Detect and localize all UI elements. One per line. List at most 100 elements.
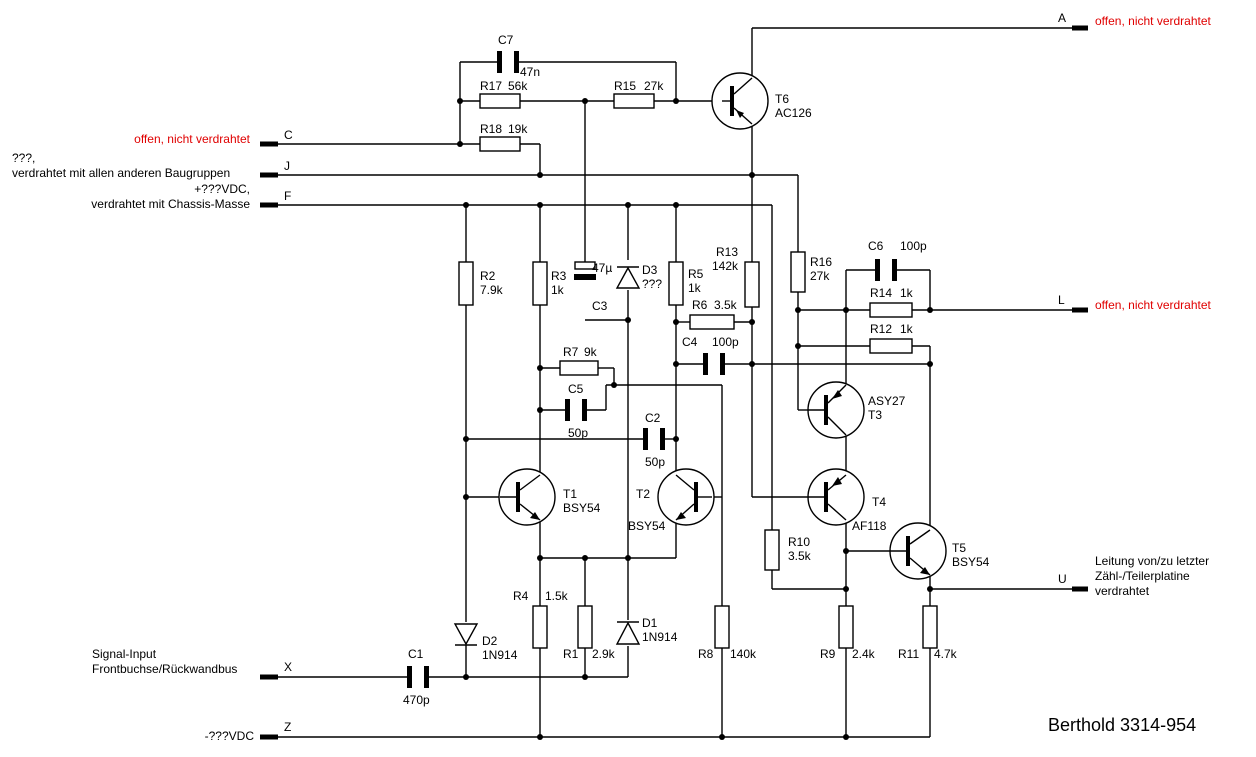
label-c7-name: C7 <box>498 33 514 47</box>
label-c2-value: 50p <box>645 455 665 469</box>
resistor-r5 <box>668 261 684 306</box>
label-t2-value: BSY54 <box>628 519 666 533</box>
resistor-r14 <box>869 302 913 318</box>
label-r12-value: 1k <box>900 322 914 336</box>
label-r2-value: 7.9k <box>480 283 504 297</box>
transistor-t2 <box>657 468 715 526</box>
resistors <box>458 93 938 649</box>
diodes <box>453 266 641 646</box>
label-r10-name: R10 <box>788 535 810 549</box>
label-r7-value: 9k <box>584 345 598 359</box>
resistor-r1 <box>577 605 593 649</box>
note-z: -???VDC <box>205 729 255 743</box>
label-c6-name: C6 <box>868 239 884 253</box>
label-r2-name: R2 <box>480 269 496 283</box>
label-r8-name: R8 <box>698 647 714 661</box>
note-a: offen, nicht verdrahtet <box>1095 14 1212 28</box>
label-d3-name: D3 <box>642 263 658 277</box>
label-r11-name: R11 <box>898 647 919 661</box>
note-f-line2: verdrahtet mit Chassis-Masse <box>91 197 250 211</box>
label-t4-name: T4 <box>872 495 886 509</box>
label-d1-name: D1 <box>642 616 658 630</box>
label-r15-value: 27k <box>644 79 664 93</box>
note-x-line1: Signal-Input <box>92 647 157 661</box>
diode-d3 <box>615 266 641 289</box>
label-d2-value: 1N914 <box>482 648 518 662</box>
resistor-r9 <box>838 605 854 649</box>
label-t4-value: AF118 <box>852 519 887 533</box>
label-t6-name: T6 <box>775 92 789 106</box>
label-r8-value: 140k <box>730 647 757 661</box>
terminal-f-label: F <box>284 189 291 203</box>
label-c3-name: C3 <box>592 299 608 313</box>
note-c: offen, nicht verdrahtet <box>134 132 251 146</box>
label-r5-name: R5 <box>688 267 704 281</box>
label-r3-value: 1k <box>551 283 565 297</box>
label-c2-name: C2 <box>645 411 661 425</box>
label-c4-value: 100p <box>712 335 739 349</box>
transistor-t6 <box>711 72 769 130</box>
label-t6-value: AC126 <box>775 106 812 120</box>
label-t5-name: T5 <box>952 541 966 555</box>
label-d2-name: D2 <box>482 634 498 648</box>
capacitor-c4 <box>703 353 725 375</box>
terminal-z-label: Z <box>284 720 291 734</box>
note-f-line1: +???VDC, <box>194 182 250 196</box>
label-r1-value: 2.9k <box>592 647 616 661</box>
note-l: offen, nicht verdrahtet <box>1095 298 1212 312</box>
label-t5-value: BSY54 <box>952 555 990 569</box>
resistor-r12 <box>869 338 913 354</box>
label-c1-value: 470p <box>403 693 430 707</box>
resistor-r2 <box>458 261 474 306</box>
label-r7-name: R7 <box>563 345 579 359</box>
label-r6-name: R6 <box>692 298 708 312</box>
capacitor-c2 <box>643 428 665 450</box>
diode-d1 <box>615 621 641 645</box>
terminal-a-label: A <box>1058 11 1066 25</box>
capacitor-c7 <box>497 51 519 73</box>
resistor-r18 <box>479 136 521 152</box>
label-c7-value: 47n <box>520 65 540 79</box>
label-r11-value: 4.7k <box>934 647 958 661</box>
terminal-pins <box>260 25 1088 740</box>
label-d1-value: 1N914 <box>642 630 678 644</box>
label-r16-value: 27k <box>810 269 830 283</box>
transistors <box>498 72 947 580</box>
note-u-line2: Zähl-/Teilerplatine <box>1095 569 1190 583</box>
label-r6-value: 3.5k <box>714 298 738 312</box>
label-r12-name: R12 <box>870 322 892 336</box>
label-r14-value: 1k <box>900 286 914 300</box>
terminal-labels: A L U C J F X Z <box>284 11 1067 734</box>
label-c1-name: C1 <box>408 647 424 661</box>
label-r16-name: R16 <box>810 255 832 269</box>
label-c5-value: 50p <box>568 426 588 440</box>
label-r1-name: R1 <box>563 647 579 661</box>
note-x-line2: Frontbuchse/Rückwandbus <box>92 662 237 676</box>
label-r10-value: 3.5k <box>788 549 812 563</box>
label-r4-name: R4 <box>513 589 529 603</box>
label-r18-value: 19k <box>508 122 528 136</box>
resistor-r11 <box>922 605 938 649</box>
terminal-c-label: C <box>284 128 293 142</box>
label-r13-value: 142k <box>712 259 739 273</box>
junctions <box>457 98 933 740</box>
capacitor-c5 <box>565 399 587 421</box>
transistor-t4 <box>807 468 865 526</box>
resistor-r10 <box>764 529 780 571</box>
label-c3-value: 47µ <box>592 261 612 275</box>
resistor-r6 <box>689 314 735 330</box>
label-r18-name: R18 <box>480 122 502 136</box>
label-r13-name: R13 <box>716 245 738 259</box>
capacitor-c3-electrolytic <box>574 261 596 280</box>
label-r9-value: 2.4k <box>852 647 876 661</box>
note-j-line1: ???, <box>12 151 35 165</box>
note-u-line1: Leitung von/zu letzter <box>1095 554 1209 568</box>
note-u-line3: verdrahtet <box>1095 584 1150 598</box>
label-t3-value: ASY27 <box>868 394 906 408</box>
label-r9-name: R9 <box>820 647 836 661</box>
label-t1-value: BSY54 <box>563 501 601 515</box>
component-labels: C7 47n R17 56k R15 27k R18 19k T6 AC126 … <box>403 33 990 707</box>
terminal-notes: offen, nicht verdrahtet offen, nicht ver… <box>12 14 1212 743</box>
label-r3-name: R3 <box>551 269 567 283</box>
resistor-r16 <box>790 251 806 293</box>
